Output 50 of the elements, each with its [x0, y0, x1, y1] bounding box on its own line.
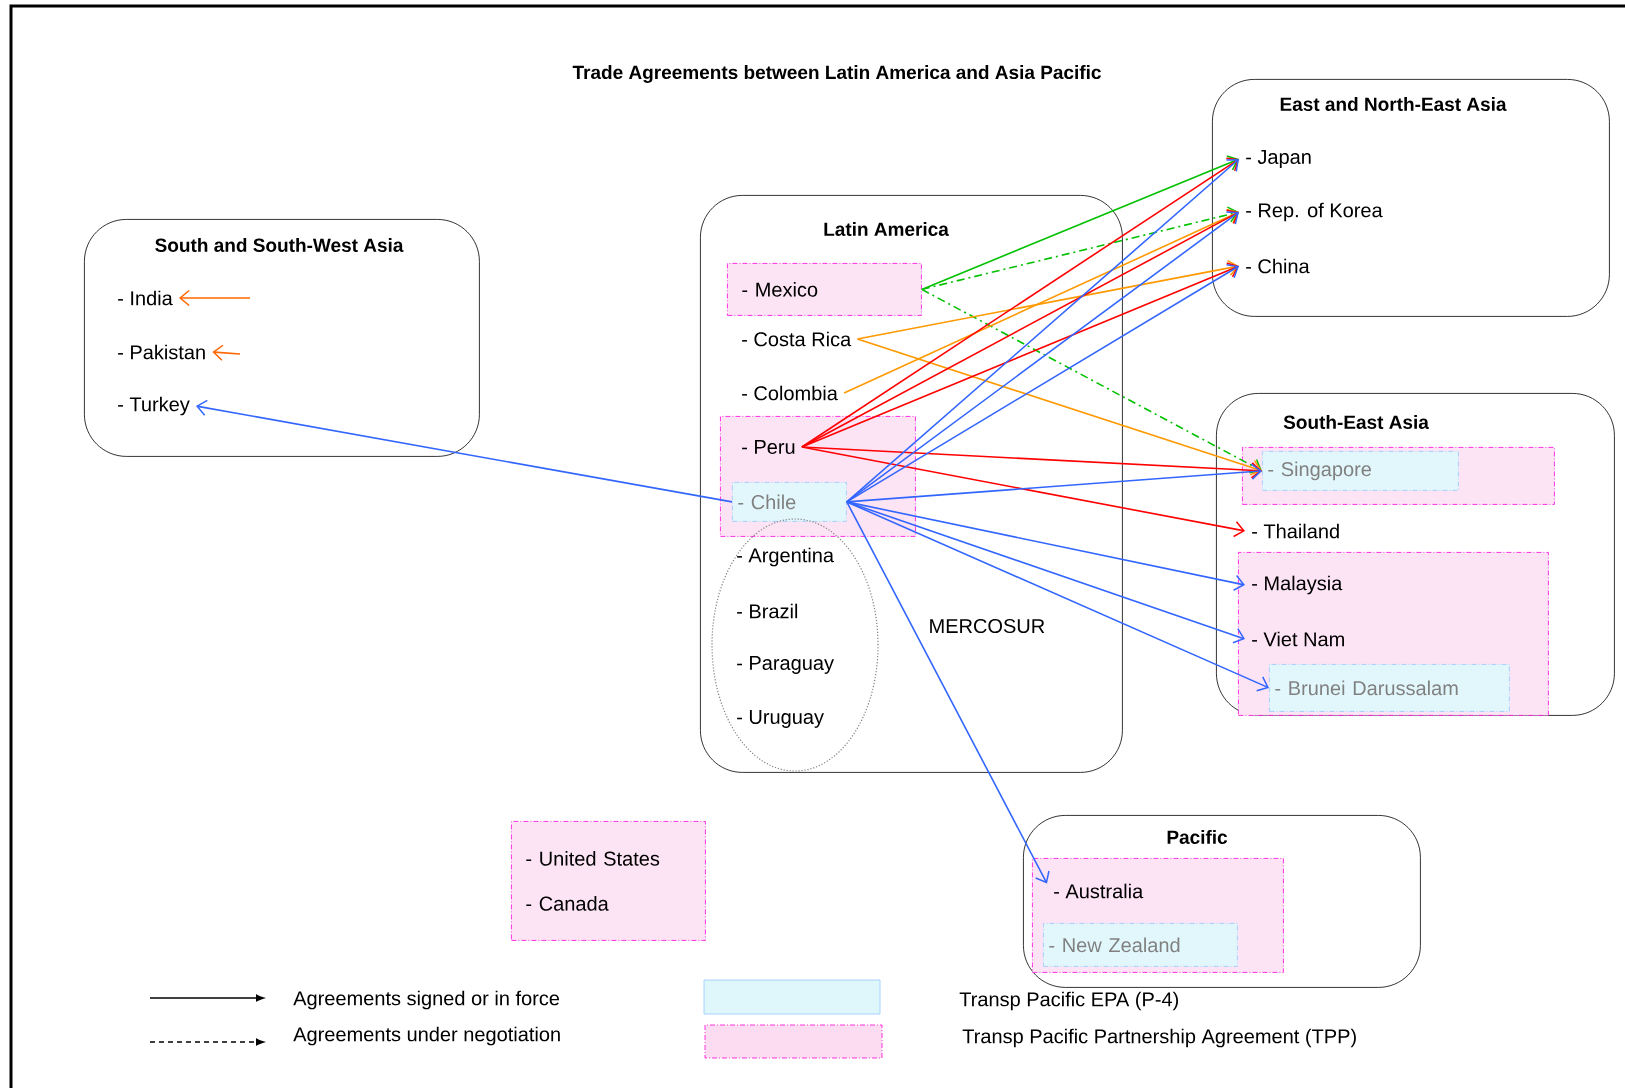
highlight-box: - New Zealand [1043, 923, 1238, 967]
country-label: - Uruguay [737, 710, 824, 728]
arrow [846, 463, 1262, 503]
arrow [921, 206, 1239, 291]
legend-text: Transp Pacific EPA (P-4) [959, 991, 1178, 1011]
arrow [856, 259, 1239, 340]
group-label: MERCOSUR [930, 618, 1045, 634]
highlight-box: - Brunei Darussalam [1269, 664, 1510, 712]
country-label: - Peru [742, 440, 795, 454]
arrow [212, 344, 241, 361]
country-label: - Thailand [1252, 523, 1339, 539]
arrow [801, 262, 1239, 448]
arrow [801, 446, 1262, 479]
country-label: - Rep. of Korea [1246, 202, 1383, 222]
group-ellipse [711, 518, 879, 772]
country-label: - Colombia [742, 385, 838, 401]
arrow [179, 289, 251, 307]
arrow [856, 338, 1262, 476]
country-label: - Turkey [118, 396, 190, 416]
country-label: - Pakistan [118, 344, 205, 360]
country-label: - India [118, 290, 173, 306]
arrow [846, 159, 1239, 503]
highlight-box: - Singapore [1262, 451, 1459, 491]
title: Trade Agreements between Latin America and Asia Pacific [572, 65, 1101, 83]
arrow [846, 211, 1239, 503]
legend-text: Agreements signed or in force [293, 990, 560, 1010]
highlight-box: - Chile [732, 482, 847, 522]
legend-text: Transp Pacific Partnership Agreement (TPP) [962, 1028, 1356, 1048]
arrow [921, 155, 1239, 291]
country-label: - China [1246, 258, 1310, 274]
arrow [846, 501, 1050, 884]
arrow [801, 446, 1245, 538]
legend-text: Agreements under negotiation [293, 1026, 560, 1046]
country-label: - Brazil [737, 603, 798, 619]
arrow [846, 264, 1239, 503]
arrow [846, 501, 1245, 591]
highlight-box: - Mexico [727, 263, 922, 316]
country-label: - Argentina [737, 547, 834, 567]
arrow [846, 501, 1269, 692]
arrow [196, 399, 733, 503]
highlight-box: - United States - Canada [511, 821, 706, 941]
arrow [921, 288, 1262, 474]
arrow [801, 157, 1239, 448]
country-label: - Paraguay [737, 656, 834, 674]
country-label: - Viet Nam [1252, 631, 1344, 647]
arrow [843, 208, 1239, 394]
country-label: - Costa Rica [742, 331, 852, 347]
country-label: - Australia [1054, 883, 1144, 899]
country-label: - Japan [1246, 150, 1311, 168]
country-label: - Malaysia [1252, 575, 1343, 595]
